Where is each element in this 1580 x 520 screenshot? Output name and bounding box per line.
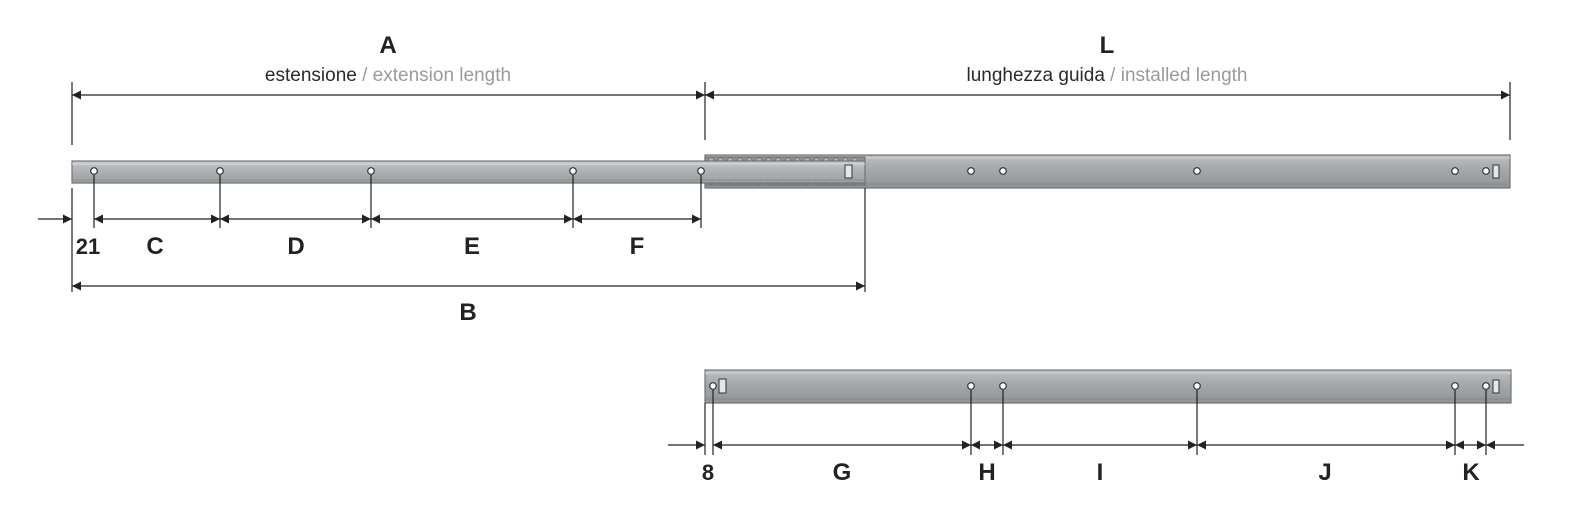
rail-end-slot (1492, 164, 1500, 179)
hole (1451, 167, 1459, 175)
dimension-value-21: 21 (76, 234, 100, 259)
caption-l-separator: / (1105, 65, 1121, 86)
dimension-label-l: L (1100, 32, 1115, 59)
caption-extension-length: estensione / extension length (265, 65, 511, 86)
hole (1451, 382, 1459, 390)
hole (1193, 382, 1201, 390)
hole (697, 167, 705, 175)
caption-a-separator: / (357, 65, 373, 86)
dimension-label-i: I (1097, 459, 1104, 486)
dimension-label-k: K (1462, 459, 1480, 486)
upper-mounting-holes (90, 167, 1490, 175)
caption-a-italian: estensione (265, 65, 357, 86)
dimension-label-d: D (287, 233, 304, 260)
dimension-label-j: J (1318, 459, 1331, 486)
inner-rail-extended (71, 160, 866, 184)
hole (709, 382, 717, 390)
dimension-label-e: E (464, 233, 480, 260)
hole (90, 167, 98, 175)
hole (967, 167, 975, 175)
top-extension-lines (71, 82, 1511, 145)
dimension-label-h: H (978, 459, 995, 486)
dimension-label-g: G (833, 459, 852, 486)
hole (367, 167, 375, 175)
hole (1482, 167, 1490, 175)
dimension-label-f: F (630, 233, 645, 260)
caption-l-english: installed length (1121, 65, 1248, 86)
hole (1482, 382, 1490, 390)
caption-installed-length: lunghezza guida / installed length (967, 65, 1248, 86)
dimension-label-a: A (379, 32, 396, 59)
hole (967, 382, 975, 390)
hole (999, 167, 1007, 175)
outer-rail-lower (704, 369, 1512, 404)
dimension-value-8: 8 (702, 460, 714, 485)
hole (999, 382, 1007, 390)
caption-a-english: extension length (373, 65, 511, 86)
dimension-label-b: B (459, 299, 476, 326)
hole (569, 167, 577, 175)
dimension-label-c: C (146, 233, 163, 260)
hole (216, 167, 224, 175)
caption-l-italian: lunghezza guida (967, 65, 1106, 86)
hole (1193, 167, 1201, 175)
lower-mounting-holes (709, 382, 1490, 390)
